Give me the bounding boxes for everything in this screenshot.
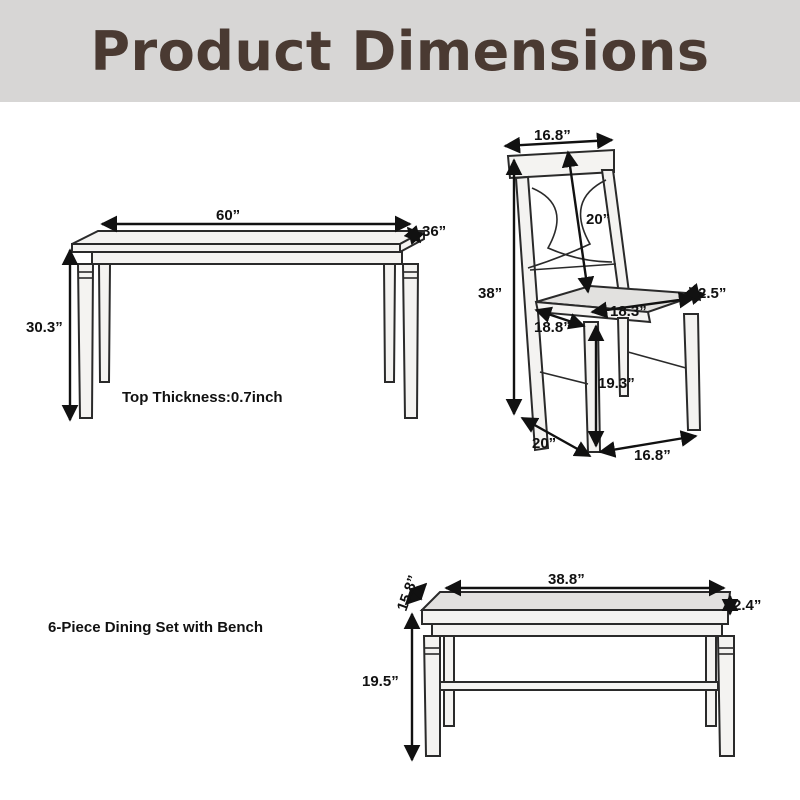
chair-seat-depth-label: 18.8” xyxy=(534,319,571,336)
header-banner: Product Dimensions xyxy=(0,0,800,102)
bench-height-label: 19.5” xyxy=(362,673,399,690)
bench-illustration xyxy=(419,591,735,757)
chair-base-width-label: 16.8” xyxy=(634,447,671,464)
chair-seat-width-label: 18.3” xyxy=(610,303,647,320)
page-title: Product Dimensions xyxy=(90,19,710,83)
chair-back-height-label: 20” xyxy=(586,211,610,228)
bench-length-label: 38.8” xyxy=(548,571,585,588)
chair-cushion-thickness-label: 2.5” xyxy=(698,285,726,302)
table-top-thickness-note: Top Thickness:0.7inch xyxy=(122,389,283,406)
chair-base-depth-label: 20” xyxy=(532,435,556,452)
table-width-label: 36” xyxy=(422,223,446,240)
table-height-label: 30.3” xyxy=(26,319,63,336)
table-illustration xyxy=(71,229,425,419)
chair-total-height-label: 38” xyxy=(478,285,502,302)
bench-cushion-thickness-label: 2.4” xyxy=(733,597,761,614)
chair-seat-height-label: 19.3” xyxy=(598,375,635,392)
chair-top-width-label: 16.8” xyxy=(534,127,571,144)
set-caption: 6-Piece Dining Set with Bench xyxy=(48,619,263,636)
table-length-label: 60” xyxy=(216,207,240,224)
